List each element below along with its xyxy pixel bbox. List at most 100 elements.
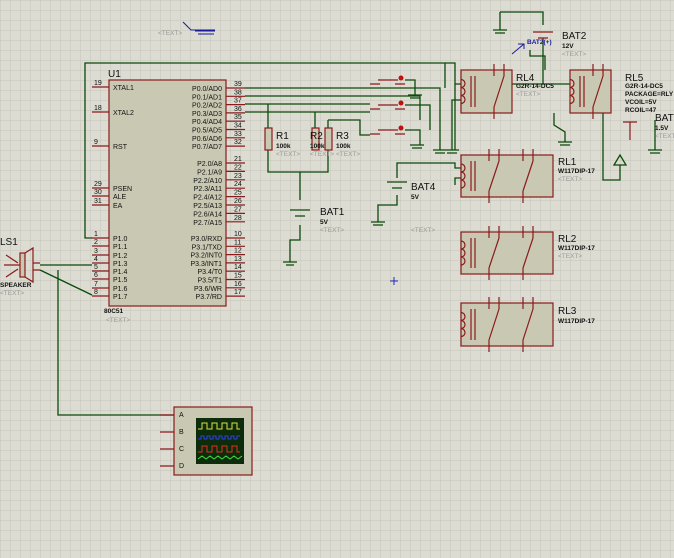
svg-text:<TEXT>: <TEXT> xyxy=(558,253,582,260)
svg-text:SPEAKER: SPEAKER xyxy=(0,282,32,289)
svg-text:100k: 100k xyxy=(336,143,351,150)
svg-text:P2.4/A12: P2.4/A12 xyxy=(193,195,222,202)
svg-text:P2.2/A10: P2.2/A10 xyxy=(193,178,222,185)
svg-text:R3: R3 xyxy=(336,131,349,142)
svg-text:P0.3/AD3: P0.3/AD3 xyxy=(192,111,222,118)
u1-pin-p1.0[interactable]: 1P1.0 xyxy=(92,231,128,243)
svg-text:5V: 5V xyxy=(411,194,420,201)
svg-text:R2: R2 xyxy=(310,131,323,142)
svg-text:P3.2/INT0: P3.2/INT0 xyxy=(190,253,222,260)
svg-text:P1.2: P1.2 xyxy=(113,253,128,260)
pushbutton-2[interactable] xyxy=(370,100,405,110)
svg-text:ALE: ALE xyxy=(113,194,127,201)
u1-pin-p1.3[interactable]: 4P1.3 xyxy=(92,256,128,268)
relay-rl4[interactable] xyxy=(460,64,513,119)
svg-text:P2.6/A14: P2.6/A14 xyxy=(193,211,222,218)
svg-text:R1: R1 xyxy=(276,131,289,142)
svg-text:C: C xyxy=(179,446,184,453)
svg-text:P1.0: P1.0 xyxy=(113,236,128,243)
relay-rl2[interactable] xyxy=(460,226,554,280)
voltage-probe-icon[interactable] xyxy=(511,43,525,55)
speaker-ls1[interactable]: LS1 SPEAKER <TEXT> xyxy=(0,237,40,297)
svg-text:14: 14 xyxy=(234,264,242,271)
relay-rl5[interactable] xyxy=(569,64,612,119)
svg-text:5V: 5V xyxy=(320,219,329,226)
svg-text:19: 19 xyxy=(94,80,102,87)
relay-rl1[interactable] xyxy=(460,149,554,203)
svg-text:18: 18 xyxy=(94,105,102,112)
svg-text:7: 7 xyxy=(94,281,98,288)
u1-pin-p1.2[interactable]: 3P1.2 xyxy=(92,248,128,260)
pushbutton-3[interactable] xyxy=(370,125,405,135)
u1-pin-p1.5[interactable]: 6P1.5 xyxy=(92,272,128,284)
svg-text:3: 3 xyxy=(94,248,98,255)
svg-text:21: 21 xyxy=(234,156,242,163)
svg-text:P0.2/AD2: P0.2/AD2 xyxy=(192,103,222,110)
u1-part: 80C51 xyxy=(104,308,124,315)
rl5-ref: RL5 xyxy=(625,73,644,84)
rl5-rcoil: RCOIL=47 xyxy=(625,107,657,114)
svg-text:<TEXT>: <TEXT> xyxy=(558,176,582,183)
svg-text:D: D xyxy=(179,463,184,470)
pushbutton-1[interactable] xyxy=(370,75,405,85)
u1-pin-p1.7[interactable]: 8P1.7 xyxy=(92,289,128,301)
svg-text:12: 12 xyxy=(234,248,242,255)
svg-text:<TEXT>: <TEXT> xyxy=(276,151,300,158)
battery-bat3[interactable]: BAT1.5V<TEXT> xyxy=(623,113,674,140)
probe-icon[interactable] xyxy=(182,21,215,35)
svg-text:22: 22 xyxy=(234,164,242,171)
svg-text:P2.0/A8: P2.0/A8 xyxy=(197,161,222,168)
svg-text:P1.5: P1.5 xyxy=(113,277,128,284)
svg-text:33: 33 xyxy=(234,131,242,138)
relay-rl3[interactable] xyxy=(460,297,554,352)
svg-text:P2.1/A9: P2.1/A9 xyxy=(197,169,222,176)
svg-text:32: 32 xyxy=(234,139,242,146)
u1-pin-p1.6[interactable]: 7P1.6 xyxy=(92,281,128,293)
svg-text:27: 27 xyxy=(234,206,242,213)
svg-text:36: 36 xyxy=(234,106,242,113)
u1-ref: U1 xyxy=(108,69,121,80)
u1-pin-p1.1[interactable]: 2P1.1 xyxy=(92,239,128,251)
u1-pin-p1.4[interactable]: 5P1.4 xyxy=(92,264,128,276)
oscilloscope[interactable]: A B C D xyxy=(160,406,253,476)
rl4-ref: RL4 xyxy=(516,73,535,84)
